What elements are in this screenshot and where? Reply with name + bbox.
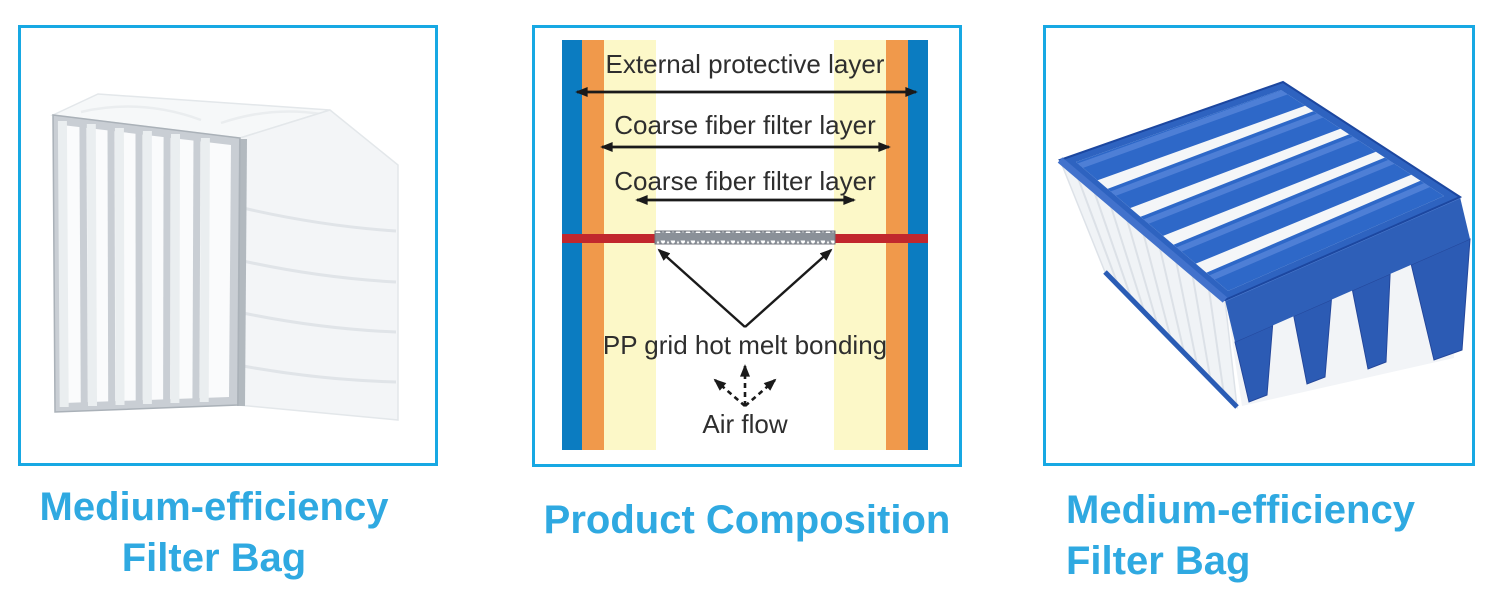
vbank-legs (1234, 238, 1471, 403)
airflow-arrows (713, 364, 777, 407)
right-caption-line-2: Filter Bag (1066, 539, 1251, 583)
composition-panel: External protective layer Coarse fiber f… (532, 25, 962, 467)
inner-layer-stripe-right (834, 40, 886, 450)
bag-seam (242, 311, 397, 334)
top-rails (1076, 90, 1444, 291)
bag-top-crease (220, 110, 322, 125)
middle-caption-line: Product Composition (543, 498, 951, 542)
mid-layer-stripe-left (582, 40, 604, 450)
right-product-panel (1043, 25, 1475, 466)
white-pocket-filter-bag-image (50, 93, 399, 421)
frame-outline (52, 114, 241, 413)
middle-caption: Product Composition (532, 495, 962, 546)
left-caption-line-1: Medium-efficiency (39, 485, 389, 529)
composition-diagram: External protective layer Coarse fiber f… (562, 40, 928, 450)
layer-stripes (562, 40, 928, 450)
outer-layer-stripe-left (562, 40, 582, 450)
bag-seam (242, 259, 397, 284)
pocket-folds (57, 120, 210, 408)
inner-layer-stripe-left (604, 40, 656, 450)
frame-depth-rail (237, 138, 247, 407)
bag-seam (242, 364, 397, 384)
bonding-label: PP grid hot melt bonding (603, 330, 887, 360)
right-caption: Medium-efficiency Filter Bag (1066, 485, 1415, 587)
airflow-label: Air flow (702, 409, 787, 439)
bag-top-crease (80, 105, 202, 122)
left-product-panel (18, 25, 438, 466)
bag-seam (242, 206, 397, 233)
left-caption: Medium-efficiency Filter Bag (4, 482, 424, 584)
right-caption-line-1: Medium-efficiency (1066, 488, 1415, 532)
layer-label-coarse-1: Coarse fiber filter layer (614, 110, 876, 140)
side-band (1225, 197, 1470, 342)
blue-vbank-filter-image (1057, 80, 1471, 410)
layer-label-coarse-2: Coarse fiber filter layer (614, 166, 876, 196)
pp-grid-bar (654, 230, 836, 245)
left-caption-line-2: Filter Bag (121, 536, 307, 580)
bond-pointer-arrow-left (657, 248, 746, 328)
bond-pointer-arrow-right (744, 248, 833, 328)
frame-bars (79, 118, 201, 411)
pleat-lines (1075, 173, 1225, 394)
outer-layer-stripe-right (908, 40, 928, 450)
layer-label-external: External protective layer (606, 49, 885, 79)
flange-front-edge (1057, 157, 1228, 303)
mid-layer-stripe-right (886, 40, 908, 450)
front-bottom-edge (1103, 270, 1239, 409)
